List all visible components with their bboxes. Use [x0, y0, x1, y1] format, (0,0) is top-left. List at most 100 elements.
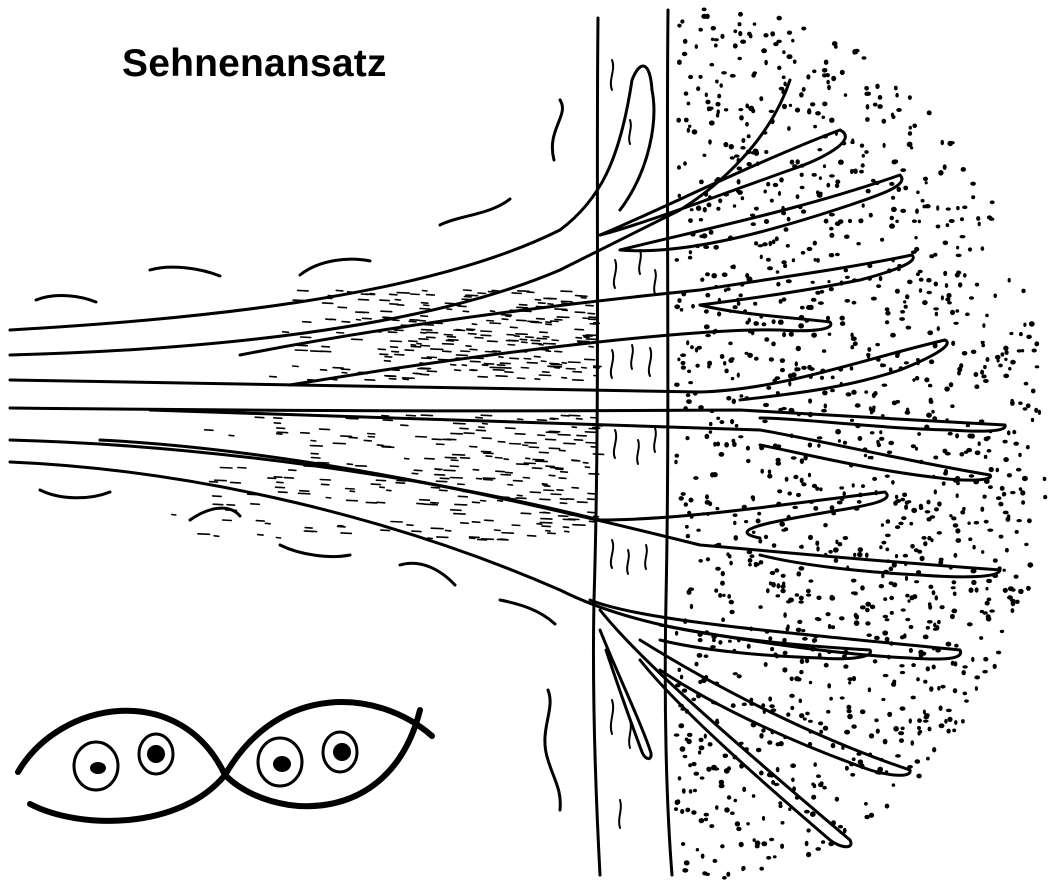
fibro-dash	[467, 330, 473, 331]
stipple-dot	[969, 296, 974, 299]
stipple-dot	[912, 219, 917, 223]
fibro-dash	[537, 338, 546, 339]
stipple-dot	[949, 141, 955, 144]
stipple-dot	[779, 299, 783, 304]
stipple-dot	[851, 579, 857, 583]
stipple-dot	[718, 640, 722, 645]
fibro-dash	[563, 527, 568, 528]
stipple-dot	[927, 330, 933, 335]
stipple-dot	[933, 456, 938, 460]
stipple-dot	[791, 39, 794, 43]
fibro-dash	[298, 290, 309, 291]
stipple-dot	[962, 507, 966, 511]
stipple-dot	[777, 583, 781, 589]
stipple-dot	[675, 454, 680, 458]
stipple-dot	[707, 361, 712, 366]
fibro-dash	[489, 292, 495, 293]
stipple-dot	[830, 389, 835, 393]
fibro-dash	[522, 342, 527, 343]
stipple-dot	[886, 519, 891, 524]
stipple-dot	[838, 439, 841, 443]
fibro-dash	[529, 447, 538, 448]
stipple-dot	[686, 739, 691, 744]
stipple-dot	[845, 766, 849, 771]
stipple-dot	[972, 545, 975, 550]
fibro-dash	[577, 435, 586, 436]
stipple-dot	[949, 219, 955, 223]
stipple-dot	[853, 341, 858, 346]
fibro-dash	[524, 359, 530, 360]
stipple-dot	[705, 100, 710, 105]
fibro-dash	[541, 519, 552, 520]
stipple-dot	[773, 855, 777, 858]
stipple-dot	[962, 206, 967, 210]
stipple-dot	[963, 692, 968, 696]
fibro-dash	[422, 330, 432, 331]
fibro-dash	[559, 478, 566, 479]
fibro-dash	[432, 439, 441, 440]
stipple-dot	[899, 664, 904, 667]
fibro-dash	[274, 423, 280, 424]
stipple-dot	[820, 376, 824, 380]
stipple-dot	[927, 620, 933, 624]
stipple-dot	[693, 476, 698, 480]
stipple-dot	[909, 718, 912, 723]
stipple-dot	[987, 436, 991, 440]
stipple-dot	[960, 510, 965, 514]
stipple-dot	[781, 821, 785, 825]
stipple-dot	[885, 618, 890, 621]
stipple-dot	[790, 160, 795, 165]
stipple-dot	[1043, 495, 1047, 499]
fibro-dash	[470, 349, 477, 350]
fibro-dash	[569, 415, 580, 416]
stipple-dot	[745, 103, 749, 108]
fibro-dash	[540, 522, 552, 523]
fibro-dash	[357, 320, 361, 321]
stipple-dot	[767, 740, 772, 745]
stipple-dot	[889, 223, 895, 228]
stipple-dot	[696, 86, 700, 91]
stipple-dot	[885, 320, 889, 324]
stipple-dot	[784, 527, 788, 531]
stipple-dot	[835, 179, 840, 184]
fibro-dash	[433, 504, 438, 505]
fibro-dash	[560, 503, 566, 504]
stipple-dot	[815, 111, 821, 115]
stipple-dot	[718, 198, 722, 203]
fibro-dash	[568, 362, 580, 363]
stipple-dot	[829, 287, 834, 291]
fibro-dash	[486, 456, 492, 457]
fibro-dash	[172, 515, 176, 516]
stipple-dot	[762, 816, 765, 821]
fibro-dash	[550, 366, 561, 367]
stipple-dot	[751, 222, 756, 226]
stipple-dot	[688, 256, 692, 260]
stipple-dot	[745, 273, 749, 278]
stipple-dot	[866, 189, 871, 194]
stipple-dot	[971, 350, 977, 354]
stipple-dot	[752, 531, 756, 534]
stipple-dot	[956, 246, 959, 250]
stipple-dot	[808, 398, 812, 403]
fibro-dash	[582, 368, 587, 369]
stipple-dot	[1026, 445, 1030, 449]
stipple-dot	[847, 677, 853, 681]
fibro-dash	[498, 501, 503, 502]
fibro-dash	[488, 341, 498, 342]
stipple-dot	[684, 502, 688, 507]
stipple-dot	[903, 300, 906, 303]
stipple-dot	[739, 115, 744, 120]
stipple-dot	[775, 568, 780, 572]
stipple-dot	[739, 293, 743, 297]
stipple-dot	[959, 363, 963, 368]
stipple-dot	[1003, 457, 1009, 462]
fibro-dash	[409, 341, 417, 342]
fibro-dash	[361, 294, 368, 295]
stipple-dot	[690, 208, 694, 211]
fibro-dash	[478, 377, 487, 378]
fibro-dash	[445, 457, 456, 458]
stipple-dot	[915, 208, 919, 214]
stipple-dot	[895, 93, 898, 98]
fibro-dash	[411, 294, 420, 295]
stipple-dot	[831, 376, 835, 380]
